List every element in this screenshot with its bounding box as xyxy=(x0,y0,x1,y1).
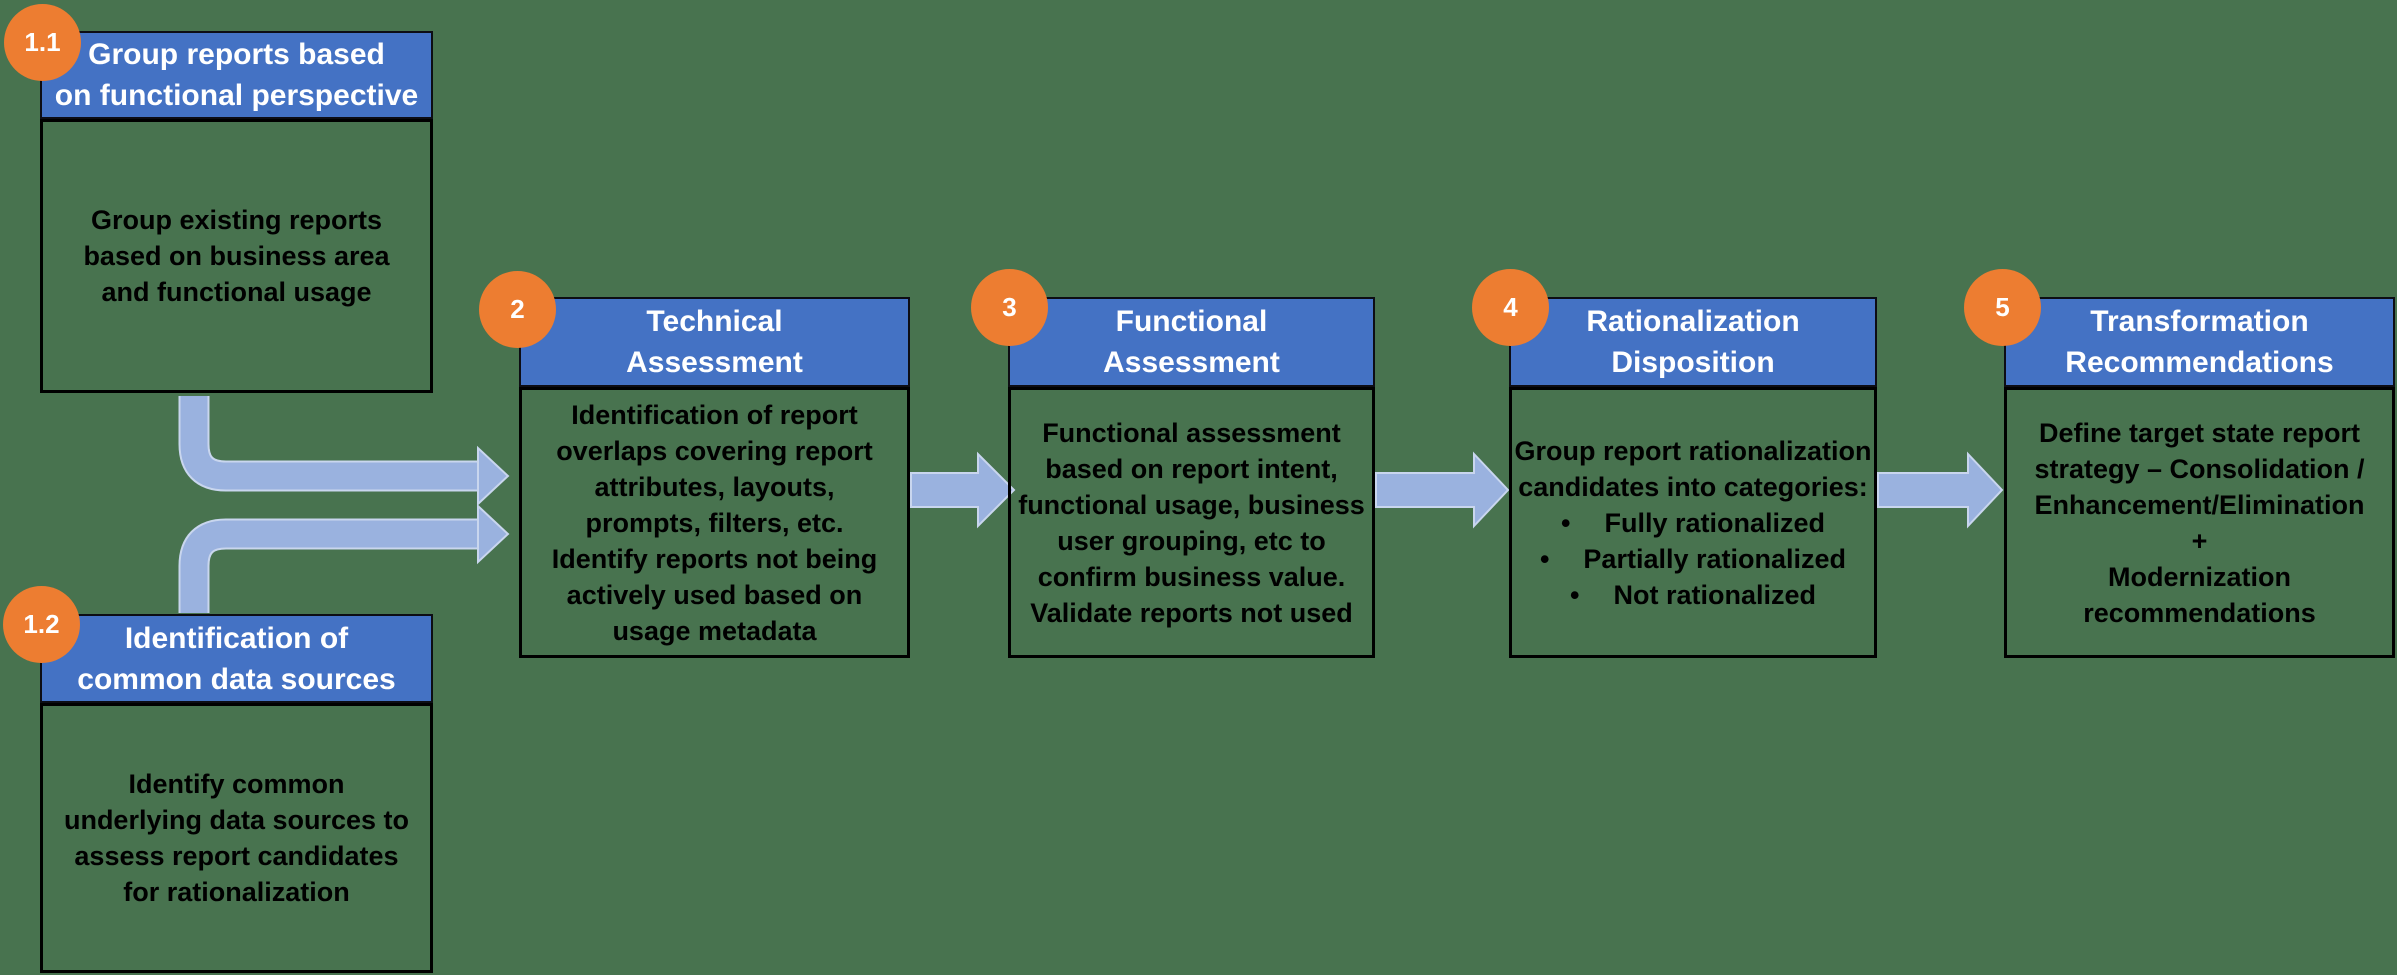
step-4-header: Rationalization Disposition xyxy=(1509,297,1877,387)
bullet-item: Fully rationalized xyxy=(1561,505,1825,541)
arrow-4-to-5 xyxy=(1877,451,2004,529)
bullet-item: Partially rationalized xyxy=(1540,541,1846,577)
step-5-body: Define target state report strategy – Co… xyxy=(2004,387,2395,658)
step-1-1-body: Group existing reports based on business… xyxy=(40,119,433,393)
step-1-1-header: Group reports based on functional perspe… xyxy=(40,31,433,119)
step-4-number-badge: 4 xyxy=(1472,269,1549,346)
step-1-2-header: Identification of common data sources xyxy=(40,614,433,703)
step-3-header: Functional Assessment xyxy=(1008,297,1375,387)
arrow-1-1-to-2 xyxy=(178,396,510,507)
bullet-item: Not rationalized xyxy=(1570,577,1816,613)
step-4-body: Group report rationalization candidates … xyxy=(1509,387,1877,658)
step-3-body: Functional assessment based on report in… xyxy=(1008,387,1375,658)
step-4-body-intro: Group report rationalization candidates … xyxy=(1514,435,1872,502)
arrow-2-to-3 xyxy=(910,451,1016,529)
step-5-number-badge: 5 xyxy=(1964,269,2041,346)
step-2-body: Identification of report overlaps coveri… xyxy=(519,387,910,658)
step-2-header: Technical Assessment xyxy=(519,297,910,387)
step-3-number-badge: 3 xyxy=(971,269,1048,346)
step-2-number-badge: 2 xyxy=(479,271,556,348)
step-1-1-number-badge: 1.1 xyxy=(4,4,81,81)
step-5-header: Transformation Recommendations xyxy=(2004,297,2395,387)
step-1-2-number-badge: 1.2 xyxy=(3,586,80,663)
arrow-1-2-to-2 xyxy=(178,503,510,613)
arrow-3-to-4 xyxy=(1375,451,1510,529)
step-1-2-body: Identify common underlying data sources … xyxy=(40,703,433,973)
